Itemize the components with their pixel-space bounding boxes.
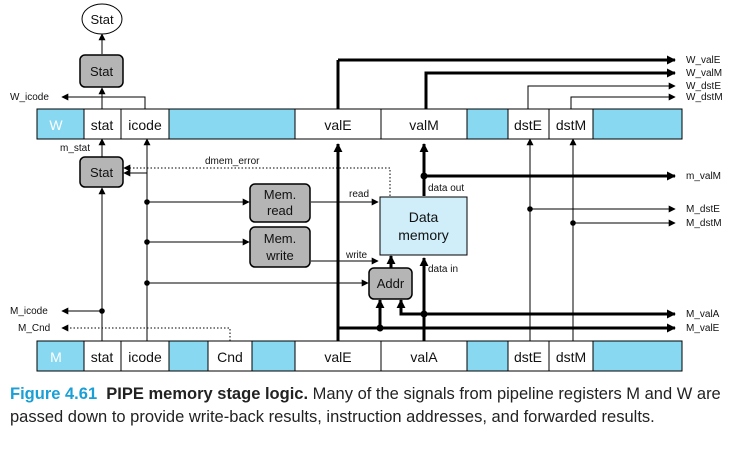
- m-dste-label: dstE: [514, 349, 542, 365]
- svg-text:memory: memory: [398, 227, 449, 243]
- figure-title: PIPE memory stage logic.: [106, 385, 309, 403]
- out-m-dstm: M_dstM: [686, 218, 722, 229]
- read-signal: read: [349, 189, 369, 200]
- w-dste-field: [507, 108, 550, 140]
- m-vala-label: valA: [410, 349, 438, 365]
- m-register: M stat icode Cnd valE valA dstE dstM: [36, 340, 683, 372]
- figure-number: Figure 4.61: [10, 385, 98, 403]
- m-icode-field: [120, 340, 170, 372]
- dotted-wires: [61, 164, 391, 341]
- out-m-valm: m_valM: [686, 171, 721, 182]
- out-w-vale: W_valE: [686, 55, 721, 66]
- out-w-dste: W_dstE: [686, 81, 721, 92]
- dmem-error-signal: dmem_error: [205, 156, 260, 167]
- m-icode-signal: M_icode: [10, 306, 48, 317]
- svg-text:Stat: Stat: [90, 12, 114, 27]
- m-stat-field: [83, 340, 122, 372]
- svg-text:Addr: Addr: [377, 276, 405, 291]
- m-vale-label: valE: [324, 349, 351, 365]
- w-stat-field: [83, 108, 122, 140]
- w-register: W stat icode valE valM dstE dstM: [36, 108, 683, 140]
- out-w-dstm: W_dstM: [686, 92, 723, 103]
- data-in-signal: data in: [428, 264, 458, 275]
- m-vale-field: [294, 340, 382, 372]
- m-cnd-signal: M_Cnd: [18, 323, 50, 334]
- svg-text:Stat: Stat: [90, 64, 114, 79]
- junction-dots: [99, 172, 576, 332]
- svg-text:read: read: [267, 203, 293, 218]
- figure-caption: Figure 4.61 PIPE memory stage logic. Man…: [10, 383, 726, 429]
- m-register-label: M: [50, 349, 62, 365]
- m-stat-label: stat: [91, 349, 114, 365]
- svg-text:Data: Data: [409, 209, 439, 225]
- w-register-label: W: [49, 117, 63, 133]
- write-signal: write: [345, 250, 368, 261]
- w-icode-label: icode: [128, 117, 162, 133]
- pipe-memory-stage-diagram: W stat icode valE valM dstE dstM M stat …: [10, 3, 723, 372]
- out-m-vale: M_valE: [686, 323, 720, 334]
- m-dstm-label: dstM: [556, 349, 586, 365]
- m-icode-label: icode: [128, 349, 162, 365]
- m-dstm-field: [548, 340, 594, 372]
- out-m-vala: M_valA: [686, 309, 720, 320]
- m-cnd-label: Cnd: [217, 349, 243, 365]
- m-vala-field: [380, 340, 468, 372]
- w-stat-label: stat: [91, 117, 114, 133]
- svg-text:write: write: [265, 248, 293, 263]
- m-stat-signal: m_stat: [60, 143, 90, 154]
- w-valm-label: valM: [409, 117, 439, 133]
- svg-text:Mem.: Mem.: [264, 187, 297, 202]
- data-out-signal: data out: [428, 183, 464, 194]
- stat-output-circle: Stat: [81, 3, 123, 35]
- out-m-dste: M_dstE: [686, 204, 720, 215]
- m-cnd-field: [207, 340, 253, 372]
- w-icode-signal: W_icode: [10, 92, 49, 103]
- w-vale-label: valE: [324, 117, 351, 133]
- svg-text:Mem.: Mem.: [264, 231, 297, 246]
- data-memory-block: Data memory: [379, 196, 468, 256]
- m-dste-field: [507, 340, 550, 372]
- svg-text:Stat: Stat: [90, 165, 114, 180]
- w-dste-label: dstE: [514, 117, 542, 133]
- mem-read-block: Mem. read: [249, 183, 311, 223]
- figure-body: Many of the signals from pipeline regist…: [10, 385, 721, 426]
- stat-block-m: Stat: [79, 156, 124, 188]
- w-valm-field: [380, 108, 468, 140]
- out-w-valm: W_valM: [686, 68, 722, 79]
- data-buses: [333, 55, 676, 341]
- mem-write-block: Mem. write: [249, 226, 311, 268]
- control-wires: [61, 33, 676, 341]
- w-dstm-label: dstM: [556, 117, 586, 133]
- addr-block: Addr: [368, 267, 413, 300]
- stat-block-w: Stat: [79, 54, 124, 88]
